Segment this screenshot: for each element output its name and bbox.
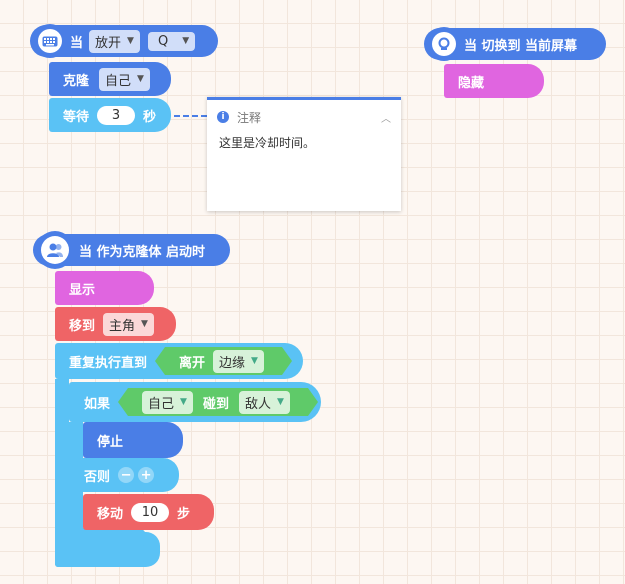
clone-person-icon — [36, 231, 74, 269]
comment-note[interactable]: i 注释 ︿ 这里是冷却时间。 — [207, 97, 401, 211]
clone-target-dropdown[interactable]: 自己▼ — [99, 67, 150, 91]
stop-block[interactable]: 停止 — [83, 422, 183, 458]
note-text[interactable]: 这里是冷却时间。 — [219, 136, 316, 150]
chevron-down-icon: ▼ — [182, 36, 190, 46]
else-row: 否则 − + — [84, 458, 155, 492]
chevron-down-icon: ▼ — [180, 397, 187, 407]
hide-block[interactable]: 隐藏 — [444, 64, 544, 98]
clone-start-block[interactable]: 当 作为克隆体 启动时 — [33, 231, 230, 269]
leave-edge-condition[interactable]: 离开 边缘▼ — [155, 347, 292, 375]
touch-target-dropdown[interactable]: 敌人▼ — [238, 390, 290, 414]
wait-label: 等待 — [63, 109, 90, 125]
show-block[interactable]: 显示 — [55, 271, 154, 305]
if-foot — [69, 528, 147, 548]
edge-dropdown[interactable]: 边缘▼ — [213, 349, 264, 373]
note-connector — [174, 115, 207, 117]
minus-icon[interactable]: − — [118, 467, 135, 483]
chevron-down-icon: ▼ — [251, 356, 258, 366]
if-label: 如果 — [84, 396, 111, 412]
move-to-label: 移到 — [69, 318, 96, 334]
clone-label: 克隆 — [63, 73, 90, 89]
note-title: 注释 — [237, 110, 262, 125]
move-to-block[interactable]: 移到 主角▼ — [55, 307, 176, 341]
wait-unit: 秒 — [143, 109, 157, 125]
keyboard-icon — [33, 24, 67, 58]
touch-obj-dropdown[interactable]: 自己▼ — [142, 390, 193, 414]
move-to-target-dropdown[interactable]: 主角▼ — [103, 312, 154, 336]
plus-icon[interactable]: + — [138, 467, 155, 483]
chevron-down-icon: ▼ — [141, 319, 148, 329]
else-bar — [69, 458, 179, 492]
collapse-icon[interactable]: ︿ — [381, 113, 391, 125]
key-dropdown[interactable]: Q▼ — [147, 31, 196, 51]
key-action-dropdown[interactable]: 放开▼ — [89, 29, 140, 53]
clone-start-label: 当 作为克隆体 启动时 — [79, 244, 206, 260]
key-event-prefix: 当 — [70, 35, 84, 51]
chevron-down-icon: ▼ — [127, 36, 134, 46]
stop-label: 停止 — [97, 434, 124, 450]
show-label: 显示 — [69, 282, 96, 298]
hide-label: 隐藏 — [458, 75, 485, 91]
clone-block[interactable]: 克隆 自己▼ — [49, 62, 171, 96]
wait-seconds-input[interactable]: 3 — [97, 105, 136, 125]
touching-condition[interactable]: 自己▼ 碰到 敌人▼ — [118, 388, 318, 416]
else-label: 否则 — [84, 469, 111, 485]
move-steps-block[interactable]: 移动 10 步 — [83, 494, 214, 530]
info-icon: i — [217, 111, 229, 123]
chevron-down-icon: ▼ — [137, 74, 144, 84]
screen-icon — [427, 27, 461, 61]
repeat-until-label: 重复执行直到 — [69, 355, 148, 371]
move-steps-input[interactable]: 10 — [131, 502, 170, 522]
key-event-block[interactable]: 当 放开▼ Q▼ — [30, 24, 218, 58]
repeat-until-header: 重复执行直到 离开 边缘▼ — [69, 343, 292, 379]
wait-block[interactable]: 等待 3 秒 — [49, 98, 171, 132]
screen-event-block[interactable]: 当 切换到 当前屏幕 — [424, 27, 606, 61]
if-header: 如果 自己▼ 碰到 敌人▼ — [84, 382, 318, 422]
screen-event-label: 当 切换到 当前屏幕 — [464, 38, 578, 54]
move-steps-label: 移动 — [97, 506, 124, 522]
repeat-until-arm — [55, 379, 69, 567]
move-steps-unit: 步 — [177, 506, 191, 522]
chevron-down-icon: ▼ — [276, 397, 284, 407]
